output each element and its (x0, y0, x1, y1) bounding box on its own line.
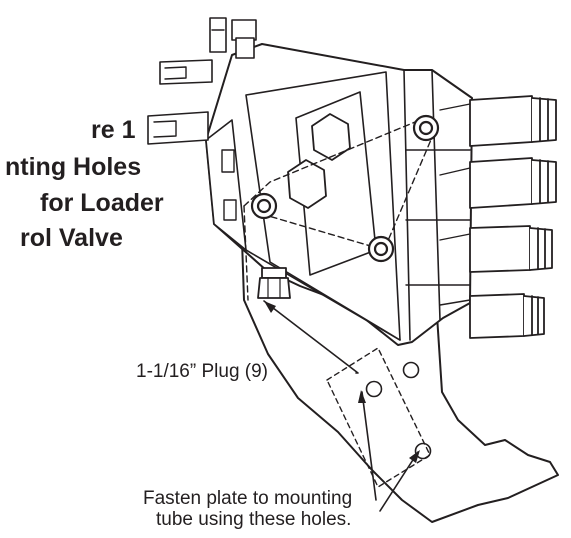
plug-fitting (257, 267, 291, 299)
figure-title-line-1: re 1 (91, 116, 136, 144)
figure-title-line-2: nting Holes (5, 153, 142, 181)
plug-callout: 1-1/16” Plug (9) (136, 361, 269, 382)
valve-mounting-hole-2 (412, 114, 440, 142)
figure-title-line-4: rol Valve (20, 224, 123, 252)
leader-lines (263, 300, 420, 512)
valve-mounting-hole-3 (367, 235, 395, 263)
valve-mounting-hole-1 (250, 192, 278, 220)
hex-port-upper (311, 113, 351, 161)
top-fittings (209, 17, 257, 59)
mounting-hole-pattern-leg (243, 205, 249, 301)
figure-title-line-3: for Loader (40, 189, 164, 217)
right-spool-ends (439, 95, 557, 339)
mounting-hole-1 (365, 380, 383, 398)
mounting-hole-3 (414, 442, 432, 460)
bolt-pattern-outline (326, 347, 431, 488)
left-spool-ends (147, 59, 237, 221)
fasten-callout-line-1: Fasten plate to mounting (143, 488, 353, 509)
mounting-hole-2 (402, 361, 420, 379)
fasten-callout-line-2: tube using these holes. (156, 509, 352, 530)
hex-port-lower (287, 159, 327, 209)
mounting-bracket-plate (241, 239, 559, 523)
